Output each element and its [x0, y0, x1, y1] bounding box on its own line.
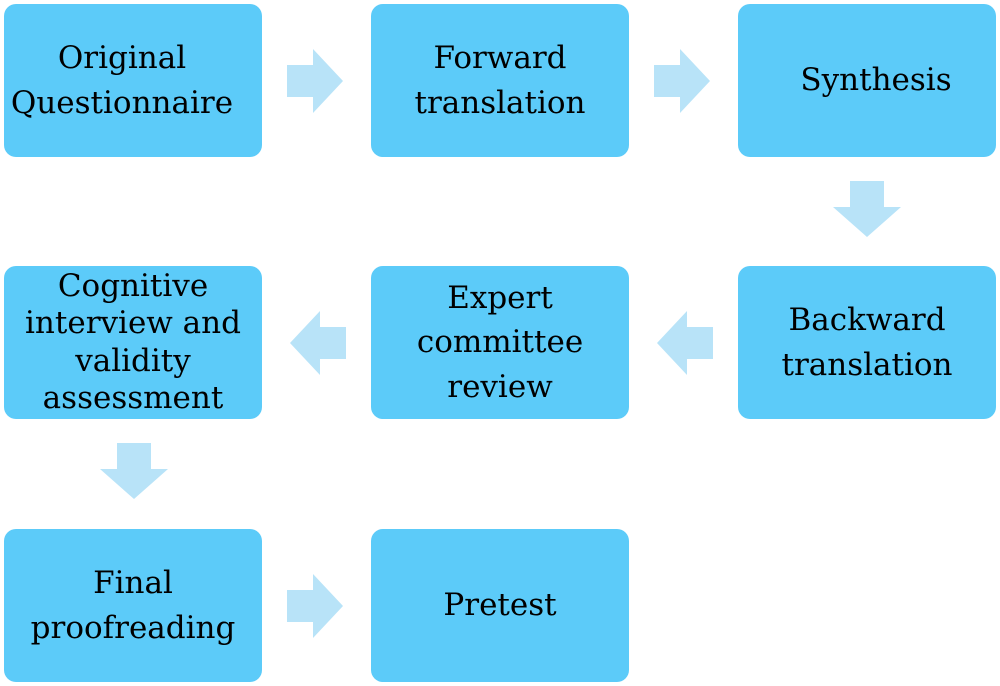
step-label: Expert committee review: [416, 280, 584, 405]
arrow-right-icon: [287, 574, 343, 638]
step-label: Final proofreading: [30, 565, 236, 646]
arrow-left-icon: [290, 311, 346, 375]
step-label: Cognitive interview and validity assessm…: [25, 268, 241, 416]
step-label: Original Questionnaire: [10, 40, 234, 121]
step-final-proofreading: Final proofreading: [4, 529, 262, 682]
arrow-down-icon: [833, 181, 901, 237]
arrow-right-icon: [287, 49, 343, 113]
step-pretest: Pretest: [371, 529, 629, 682]
step-cognitive-interview: Cognitive interview and validity assessm…: [4, 266, 262, 419]
arrow-down-icon: [100, 443, 168, 499]
step-label: Pretest: [443, 587, 557, 624]
step-original-questionnaire: Original Questionnaire: [4, 4, 262, 157]
arrow-left-icon: [657, 311, 713, 375]
step-synthesis: Synthesis: [738, 4, 996, 157]
step-expert-committee-review: Expert committee review: [371, 266, 629, 419]
step-backward-translation: Backward translation: [738, 266, 996, 419]
step-forward-translation: Forward translation: [371, 4, 629, 157]
step-label: Synthesis: [800, 62, 952, 99]
step-label: Backward translation: [781, 302, 953, 383]
step-label: Forward translation: [414, 40, 586, 121]
arrow-right-icon: [654, 49, 710, 113]
